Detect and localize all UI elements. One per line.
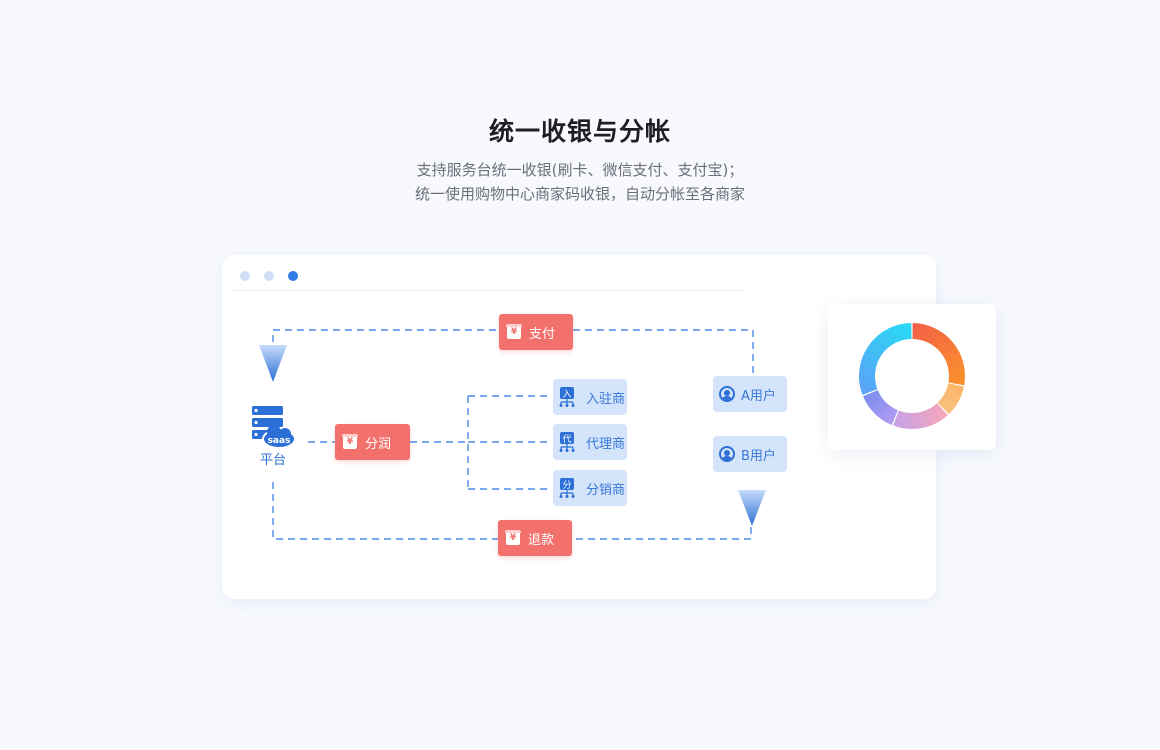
page-subtitle: 支持服务台统一收银(刷卡、微信支付、支付宝)； 统一使用购物中心商家码收银，自动… [0, 158, 1160, 206]
refund-arrow-icon [738, 490, 766, 526]
subtitle-line-2: 统一使用购物中心商家码收银，自动分帐至各商家 [414, 185, 745, 203]
yen-icon: ¥ [342, 434, 358, 449]
yen-icon: ¥ [505, 530, 521, 545]
window-dot-1 [240, 271, 250, 281]
share-label: 分润 [365, 436, 392, 452]
user-icon [719, 446, 735, 462]
org-tree-icon: 代 [558, 432, 576, 452]
pay-label: 支付 [529, 326, 556, 342]
saas-cloud-icon: saas [262, 425, 296, 449]
platform-label: 平台 [260, 453, 287, 468]
donut-segment [912, 323, 965, 386]
diagram-window: saas 平台 ¥ 支付 ¥ 分润 ¥ 退款 入 入驻商 代 代理商 分 分销商 [222, 255, 936, 599]
subtitle-line-1: 支持服务台统一收银(刷卡、微信支付、支付宝)； [416, 161, 744, 179]
sub-party-agent[interactable]: 代 代理商 [553, 424, 627, 460]
user-label: B用户 [741, 448, 776, 464]
sub-party-label: 代理商 [586, 436, 626, 452]
donut-chart [859, 323, 965, 429]
refund-flow-line [272, 482, 752, 540]
pay-arrow-icon [259, 345, 287, 382]
org-tree-icon: 分 [558, 478, 576, 498]
user-a-node[interactable]: A用户 [713, 376, 787, 412]
window-dot-3 [288, 271, 298, 281]
share-button[interactable]: ¥ 分润 [335, 424, 410, 460]
donut-segment [893, 403, 948, 429]
user-label: A用户 [741, 388, 776, 404]
yen-icon: ¥ [506, 324, 522, 339]
refund-button[interactable]: ¥ 退款 [498, 520, 572, 556]
pay-button[interactable]: ¥ 支付 [499, 314, 573, 350]
org-tree-icon: 入 [558, 387, 576, 407]
donut-chart-card [828, 304, 996, 450]
sub-party-merchant[interactable]: 入 入驻商 [553, 379, 627, 415]
sub-party-label: 分销商 [586, 482, 626, 498]
saas-badge: saas [268, 436, 291, 446]
sub-party-distributor[interactable]: 分 分销商 [553, 470, 627, 506]
window-dot-2 [264, 271, 274, 281]
user-icon [719, 386, 735, 402]
donut-segment [937, 382, 964, 415]
refund-label: 退款 [528, 532, 555, 548]
sub-party-label: 入驻商 [586, 391, 626, 407]
user-b-node[interactable]: B用户 [713, 436, 787, 472]
donut-segment [862, 389, 899, 426]
donut-segment [859, 323, 912, 395]
window-divider [232, 290, 744, 291]
page-title: 统一收银与分帐 [488, 117, 671, 146]
